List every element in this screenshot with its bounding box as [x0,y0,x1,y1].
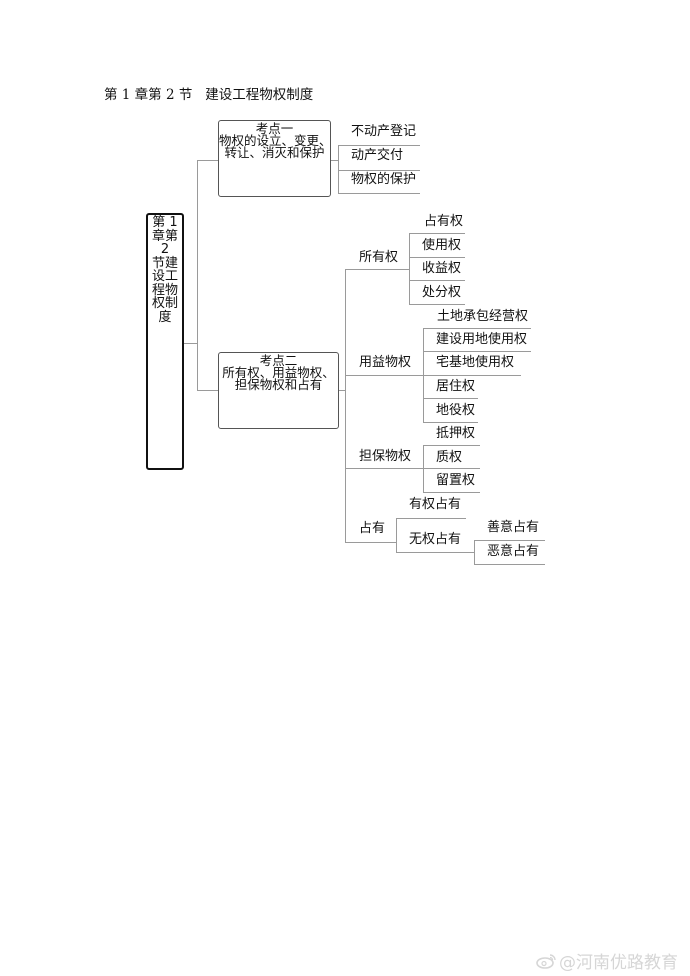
branch-node: 占有 [359,521,386,536]
connector [474,540,475,565]
root-label-line: 节建 [151,255,178,271]
connector [345,269,409,270]
topic-label-line: 考点二 [259,353,298,368]
leaf-node: 处分权 [422,285,462,300]
leaf-node: 留置权 [436,473,476,488]
connector [423,492,480,493]
leaf-node: 建设用地使用权 [436,332,528,347]
connector [474,564,545,565]
connector [338,193,420,194]
leaf-node: 物权的保护 [351,172,417,187]
connector [345,468,423,469]
page-title: 第 1 章第 2 节 建设工程物权制度 [104,87,314,103]
branch-node: 担保物权 [359,449,412,464]
topic-label-line: 考点一 [255,121,294,136]
branch-node: 所有权 [359,250,399,265]
leaf-node: 不动产登记 [351,124,417,139]
leaf-node: 收益权 [422,261,462,276]
root-label-line: 第 1 [152,215,178,230]
leaf-node: 质权 [436,450,463,465]
connector [423,445,424,493]
root-label-line: 程物 [151,282,178,298]
connector [474,540,545,541]
branch-node: 无权占有 [409,532,462,547]
topic-label-line: 物权的设立、变更、 [219,133,332,148]
connector [197,160,218,161]
connector [423,328,531,329]
connector [338,145,339,193]
leaf-node: 居住权 [436,379,476,394]
leaf-node: 土地承包经营权 [437,309,529,324]
leaf-node: 动产交付 [351,148,404,163]
topic-node-1: 考点一 物权的设立、变更、 转让、消灭和保护 [218,120,332,197]
leaf-node: 恶意占有 [487,544,540,559]
root-label-line: 设工 [151,269,178,284]
connector [345,542,396,543]
connector [423,422,478,423]
leaf-node: 善意占有 [487,520,540,535]
connector [409,233,465,234]
topic-label-line: 所有权、用益物权、 [222,365,335,380]
connector [423,375,521,376]
connector [409,304,465,305]
connector [345,269,346,543]
connector [338,145,420,146]
connector [423,398,478,399]
topic-node-2: 考点二 所有权、用益物权、 担保物权和占有 [218,352,339,429]
branch-node: 用益物权 [359,355,412,370]
root-label-line: 权制 [151,296,178,311]
connector [339,390,345,391]
connector [197,160,198,391]
topic-label-line: 转让、消灭和保护 [224,145,325,160]
connector [423,468,480,469]
connector [396,552,474,553]
root-label-line: 章第 2 [151,228,178,257]
connector [409,233,410,304]
connector [184,343,197,344]
leaf-node: 使用权 [422,238,462,253]
connector [331,160,338,161]
watermark-text: @河南优路教育 [559,953,678,973]
connector [396,518,397,553]
leaf-node: 地役权 [436,403,476,418]
leaf-node: 占有权 [424,214,464,229]
leaf-node: 有权占有 [409,497,462,512]
root-label-line: 度 [158,309,172,325]
connector [409,280,465,281]
connector [423,351,531,352]
watermark: @河南优路教育 [536,948,678,973]
connector [396,518,466,519]
connector [338,170,420,171]
connector [345,375,423,376]
connector [197,390,218,391]
root-node: 第 1 章第 2 节建 设工 程物 权制 度 [146,213,184,470]
leaf-node: 宅基地使用权 [436,355,515,370]
weibo-icon [536,953,556,969]
connector [423,445,480,446]
topic-label-line: 担保物权和占有 [234,377,323,392]
leaf-node: 抵押权 [436,426,476,441]
connector [409,257,465,258]
